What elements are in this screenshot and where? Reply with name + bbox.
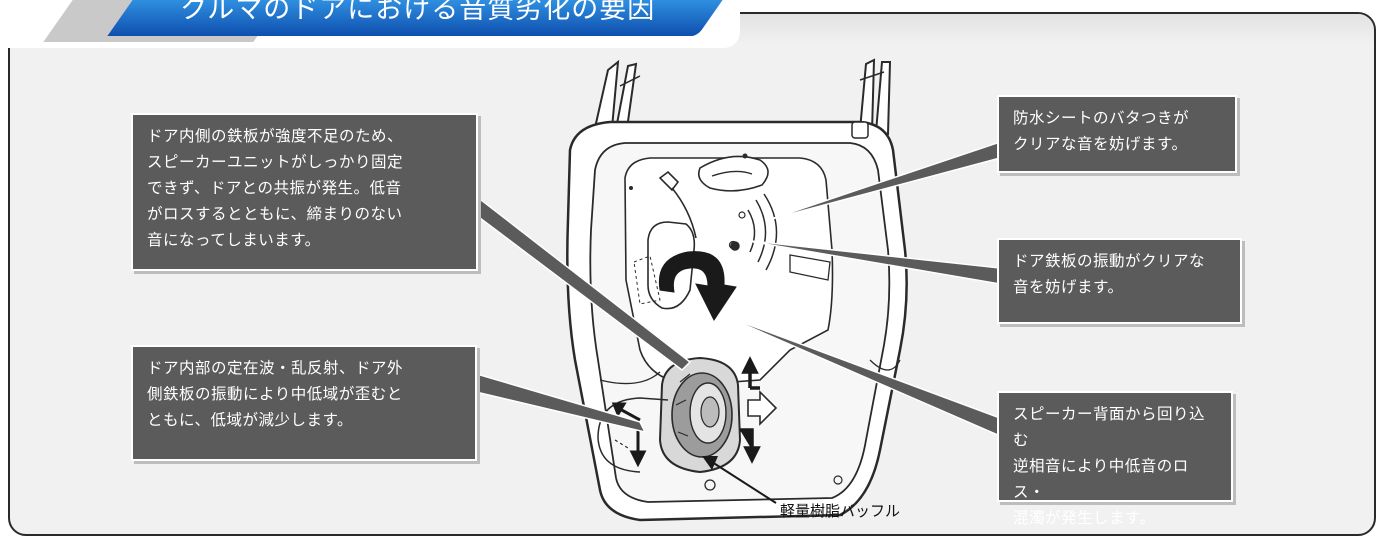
wire-harness (658, 170, 697, 239)
callout-line: クリアな音を妨げます。 (1013, 135, 1188, 153)
service-hole (624, 157, 834, 386)
callout-line: 混濁が発生します。 (1013, 509, 1156, 527)
callout-standing-wave: ドア内部の定在波・乱反射、ドア外 側鉄板の振動により中低域が歪むと ともに、低域… (131, 345, 477, 461)
arrow-up-icon (741, 356, 760, 390)
baffle-label: 軽量樹脂バッフル (780, 502, 901, 520)
callout-pointers (454, 140, 1001, 438)
callout-line: 音を妨げます。 (1013, 278, 1124, 296)
callout-waterproof-sheet: 防水シートのバタつきが クリアな音を妨げます。 (997, 95, 1237, 173)
lock-knob (851, 121, 869, 139)
curved-arrow-icon (658, 251, 737, 321)
callout-line: ドア内部の定在波・乱反射、ドア外 (147, 359, 404, 377)
arrow-down-icon (740, 428, 761, 464)
callout-line: 音になってしまいます。 (147, 231, 321, 249)
title-tab: クルマのドアにおける音質劣化の要因 (0, 0, 740, 48)
callout-back-wave: スピーカー背面から回り込む 逆相音により中低音のロス・ 混濁が発生します。 (997, 391, 1233, 527)
arrow-right-icon (747, 390, 778, 426)
speaker-icon (658, 356, 742, 474)
sound-wave-icon (730, 193, 778, 271)
callout-line: 防水シートのバタつきが (1013, 109, 1190, 127)
standing-wave-arrows (597, 397, 669, 473)
callout-line: スピーカーユニットがしっかり固定 (147, 153, 404, 171)
callout-steel-plate: ドア内側の鉄板が強度不足のため、 スピーカーユニットがしっかり固定 できず、ドア… (131, 113, 478, 271)
page-title: クルマのドアにおける音質劣化の要因 (180, 0, 656, 20)
baffle-arrow-icon (702, 456, 777, 504)
callout-line: 側鉄板の振動により中低域が歪むと (147, 385, 403, 403)
callout-line: がロスするとともに、締まりのない (147, 205, 403, 223)
callout-line: ともに、低域が減少します。 (147, 411, 353, 429)
callout-line: ドア鉄板の振動がクリアな (1013, 252, 1206, 270)
callout-line: 逆相音により中低音のロス・ (1013, 457, 1189, 501)
callout-line: できず、ドアとの共振が発生。低音 (147, 179, 402, 197)
callout-line: スピーカー背面から回り込む (1013, 405, 1206, 449)
door-handle-recess (697, 155, 769, 192)
callout-line: ドア内側の鉄板が強度不足のため、 (147, 127, 404, 145)
callout-door-vibration: ドア鉄板の振動がクリアな 音を妨げます。 (997, 238, 1242, 324)
